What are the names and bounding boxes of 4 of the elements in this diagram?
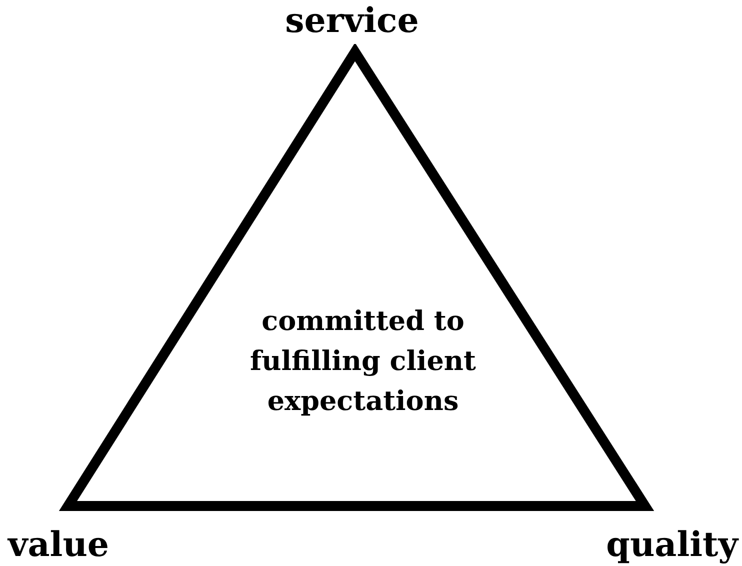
vertex-label: value	[8, 525, 110, 565]
vertex-label: service	[285, 1, 419, 41]
vertex-label: quality	[606, 525, 738, 565]
center-text: committed to fulfilling client expectations	[250, 306, 476, 417]
